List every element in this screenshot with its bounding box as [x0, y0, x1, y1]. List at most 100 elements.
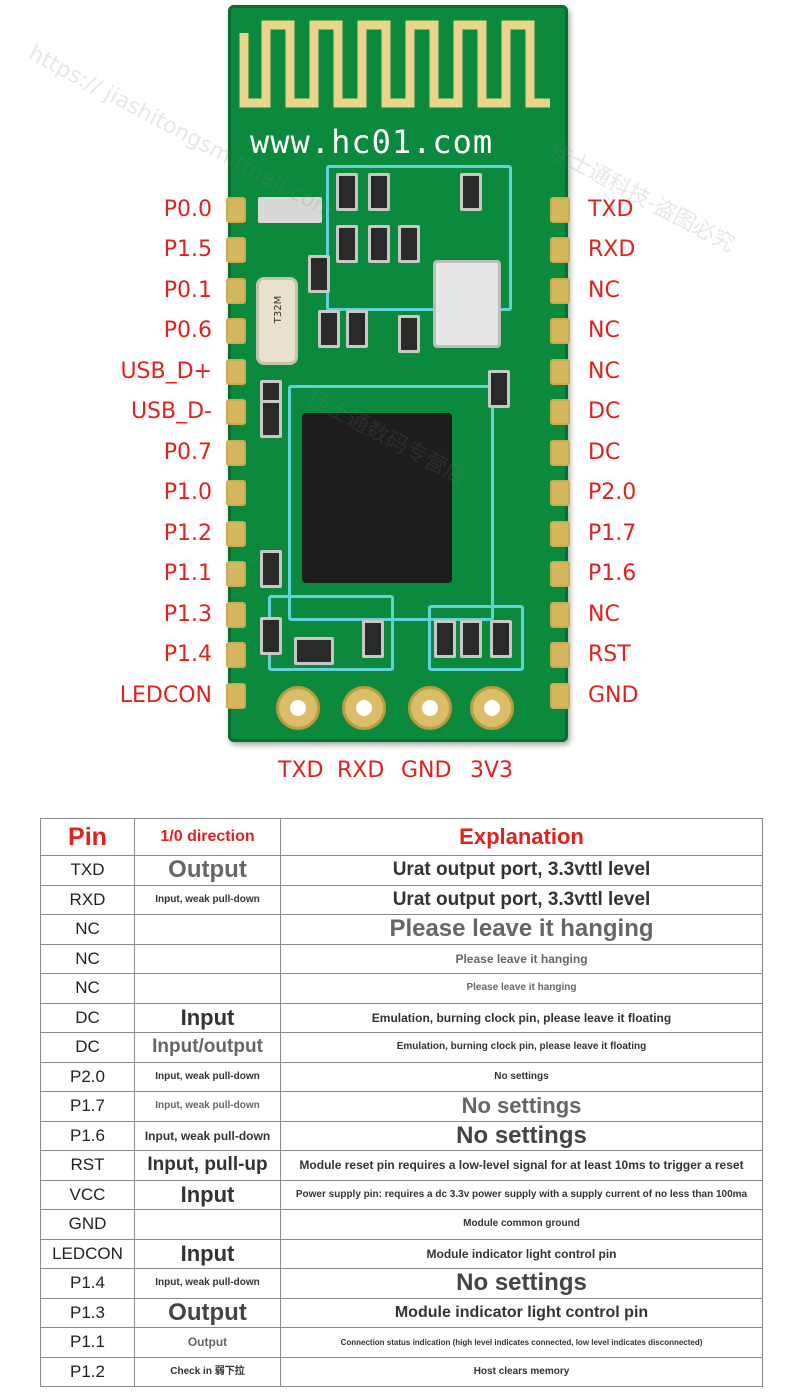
bottom-pin-label: 3V3 — [470, 758, 514, 783]
row-direction-cell: Input, weak pull-down — [134, 1061, 281, 1092]
smd-component — [346, 310, 368, 348]
right-pin-label: NC — [588, 278, 620, 303]
castellation-pin — [550, 480, 570, 506]
smd-component — [260, 400, 282, 438]
row-direction-cell: Input, weak pull-down — [134, 884, 281, 915]
left-pin-label: P1.0 — [163, 480, 212, 505]
row-explanation-cell: Host clears memory — [280, 1356, 763, 1387]
row-direction-cell — [134, 1209, 281, 1240]
row-explanation-cell: Connection status indication (high level… — [280, 1327, 763, 1358]
bottom-pin-label: GND — [401, 758, 452, 783]
castellation-pin — [550, 318, 570, 344]
castellation-pin — [226, 237, 246, 263]
right-pin-label: NC — [588, 318, 620, 343]
row-explanation-cell: Urat output port, 3.3vttl level — [280, 884, 763, 915]
bottom-pad — [408, 686, 452, 730]
castellation-pin — [226, 197, 246, 223]
row-pin-cell: RXD — [40, 884, 135, 915]
row-explanation-cell: No settings — [280, 1120, 763, 1151]
smd-component — [460, 620, 482, 658]
row-direction-cell: Input, pull-up — [134, 1150, 281, 1181]
castellation-pin — [550, 521, 570, 547]
bluetooth-module-board: www.hc01.com T32M — [226, 5, 570, 742]
row-explanation-cell: Urat output port, 3.3vttl level — [280, 855, 763, 886]
smd-component — [362, 620, 384, 658]
bottom-pin-label: RXD — [337, 758, 385, 783]
smd-component — [294, 637, 334, 665]
castellation-pin — [226, 399, 246, 425]
row-explanation-cell: Module indicator light control pin — [280, 1297, 763, 1328]
castellation-pin — [226, 318, 246, 344]
row-pin-cell: P1.3 — [40, 1297, 135, 1328]
row-pin-cell: VCC — [40, 1179, 135, 1210]
silkscreen-block — [258, 197, 322, 223]
row-pin-cell: P1.4 — [40, 1268, 135, 1299]
left-pin-label: P1.1 — [163, 561, 212, 586]
smd-component — [434, 620, 456, 658]
castellation-pin — [550, 683, 570, 709]
row-pin-cell: RST — [40, 1150, 135, 1181]
right-pin-label: RXD — [588, 237, 636, 262]
left-pin-label: P0.1 — [163, 278, 212, 303]
row-pin-cell: TXD — [40, 855, 135, 886]
row-explanation-cell: Power supply pin: requires a dc 3.3v pow… — [280, 1179, 763, 1210]
row-pin-cell: LEDCON — [40, 1238, 135, 1269]
right-pin-label: DC — [588, 440, 621, 465]
row-direction-cell: Output — [134, 855, 281, 886]
left-pin-label: P0.0 — [163, 197, 212, 222]
smd-component — [260, 617, 282, 655]
row-pin-cell: DC — [40, 1002, 135, 1033]
row-direction-cell: Output — [134, 1297, 281, 1328]
main-chip — [302, 413, 452, 583]
row-direction-cell: Input, weak pull-down — [134, 1091, 281, 1122]
row-pin-cell: NC — [40, 914, 135, 945]
bottom-pad — [342, 686, 386, 730]
row-direction-cell: Check in 弱下拉 — [134, 1356, 281, 1387]
row-explanation-cell: Module common ground — [280, 1209, 763, 1240]
row-direction-cell: Input, weak pull-down — [134, 1120, 281, 1151]
left-pin-label: USB_D+ — [120, 359, 212, 384]
table-row: GND Module common ground — [40, 1209, 763, 1240]
smd-component — [398, 225, 420, 263]
right-pin-label: NC — [588, 602, 620, 627]
row-pin-cell: NC — [40, 973, 135, 1004]
row-explanation-cell: Emulation, burning clock pin, please lea… — [280, 1002, 763, 1033]
castellation-pin — [550, 561, 570, 587]
castellation-pin — [226, 642, 246, 668]
row-direction-cell: Output — [134, 1327, 281, 1358]
castellation-pin — [226, 278, 246, 304]
right-pin-label: P2.0 — [588, 480, 637, 505]
castellation-pin — [226, 440, 246, 466]
row-explanation-cell: Module indicator light control pin — [280, 1238, 763, 1269]
row-pin-cell: GND — [40, 1209, 135, 1240]
smd-component — [368, 173, 390, 211]
row-explanation-cell: No settings — [280, 1061, 763, 1092]
castellation-pin — [550, 642, 570, 668]
castellation-pin — [226, 480, 246, 506]
row-direction-cell: Input, weak pull-down — [134, 1268, 281, 1299]
right-pin-label: GND — [588, 683, 639, 708]
row-explanation-cell: No settings — [280, 1091, 763, 1122]
left-pin-label: USB_D- — [130, 399, 212, 424]
row-direction-cell — [134, 973, 281, 1004]
castellation-pin — [550, 602, 570, 628]
board-url: www.hc01.com — [250, 123, 494, 161]
castellation-pin — [226, 561, 246, 587]
row-direction-cell: Input — [134, 1238, 281, 1269]
smd-component — [336, 173, 358, 211]
castellation-pin — [550, 440, 570, 466]
